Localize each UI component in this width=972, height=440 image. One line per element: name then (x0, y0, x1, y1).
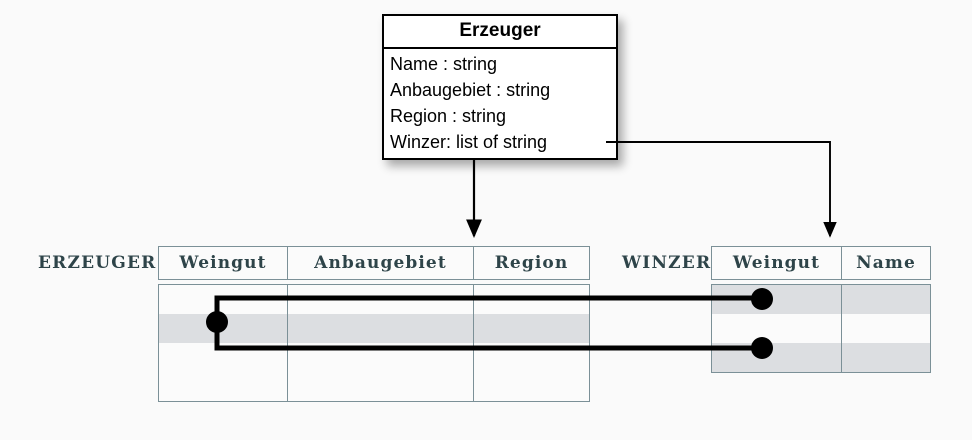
table-cell-region (474, 343, 589, 372)
table-row[interactable] (712, 285, 930, 314)
table-cell-name (842, 343, 930, 372)
table-row[interactable] (712, 314, 930, 343)
table-cell-name (842, 314, 930, 343)
uml-attribute-region: Region : string (390, 106, 507, 126)
table-cell-weingut (712, 343, 842, 372)
table-cell-weingut (159, 285, 288, 314)
table-cell-weingut (712, 314, 842, 343)
arrow-winzer (606, 141, 837, 238)
table-cell-anbaugebiet (288, 343, 474, 372)
table-winzer-header-name: Name (856, 253, 916, 273)
table-winzer-header-row: Weingut Name (711, 246, 931, 280)
table-cell-region (474, 372, 589, 401)
table-cell-weingut (159, 343, 288, 372)
table-row[interactable] (159, 372, 589, 401)
table-erzeuger-header-row: Weingut Anbaugebiet Region (158, 246, 590, 280)
table-cell-anbaugebiet (288, 372, 474, 401)
table-cell-weingut (712, 285, 842, 314)
table-erzeuger-header-region: Region (494, 253, 569, 273)
uml-attribute-name: Name : string (390, 54, 498, 74)
uml-attribute-list: Name : string Anbaugebiet : string Regio… (384, 49, 616, 158)
table-winzer: Weingut Name (711, 246, 931, 373)
uml-class-box-erzeuger: Erzeuger Name : string Anbaugebiet : str… (382, 14, 618, 160)
table-label-winzer: WINZER (622, 253, 712, 273)
table-winzer-body (711, 284, 931, 373)
table-label-erzeuger: ERZEUGER (38, 253, 157, 273)
table-row[interactable] (159, 343, 589, 372)
table-row[interactable] (159, 285, 589, 314)
table-cell-region (474, 314, 589, 343)
table-erzeuger-header-weingut: Weingut (159, 247, 288, 279)
table-row[interactable] (712, 343, 930, 372)
table-cell-anbaugebiet (288, 314, 474, 343)
table-cell-region (474, 285, 589, 314)
table-cell-weingut (159, 372, 288, 401)
uml-attribute-winzer: Winzer: list of string (390, 132, 548, 152)
table-erzeuger-header-anbaugebiet: Anbaugebiet (288, 247, 474, 279)
table-cell-anbaugebiet (288, 285, 474, 314)
table-erzeuger: Weingut Anbaugebiet Region (158, 246, 590, 402)
table-row[interactable] (159, 314, 589, 343)
uml-attribute-anbaugebiet: Anbaugebiet : string (390, 80, 551, 100)
table-erzeuger-body (158, 284, 590, 402)
table-cell-weingut (159, 314, 288, 343)
uml-class-name: Erzeuger (384, 16, 616, 49)
table-cell-name (842, 285, 930, 314)
table-winzer-header-weingut: Weingut (712, 247, 842, 279)
